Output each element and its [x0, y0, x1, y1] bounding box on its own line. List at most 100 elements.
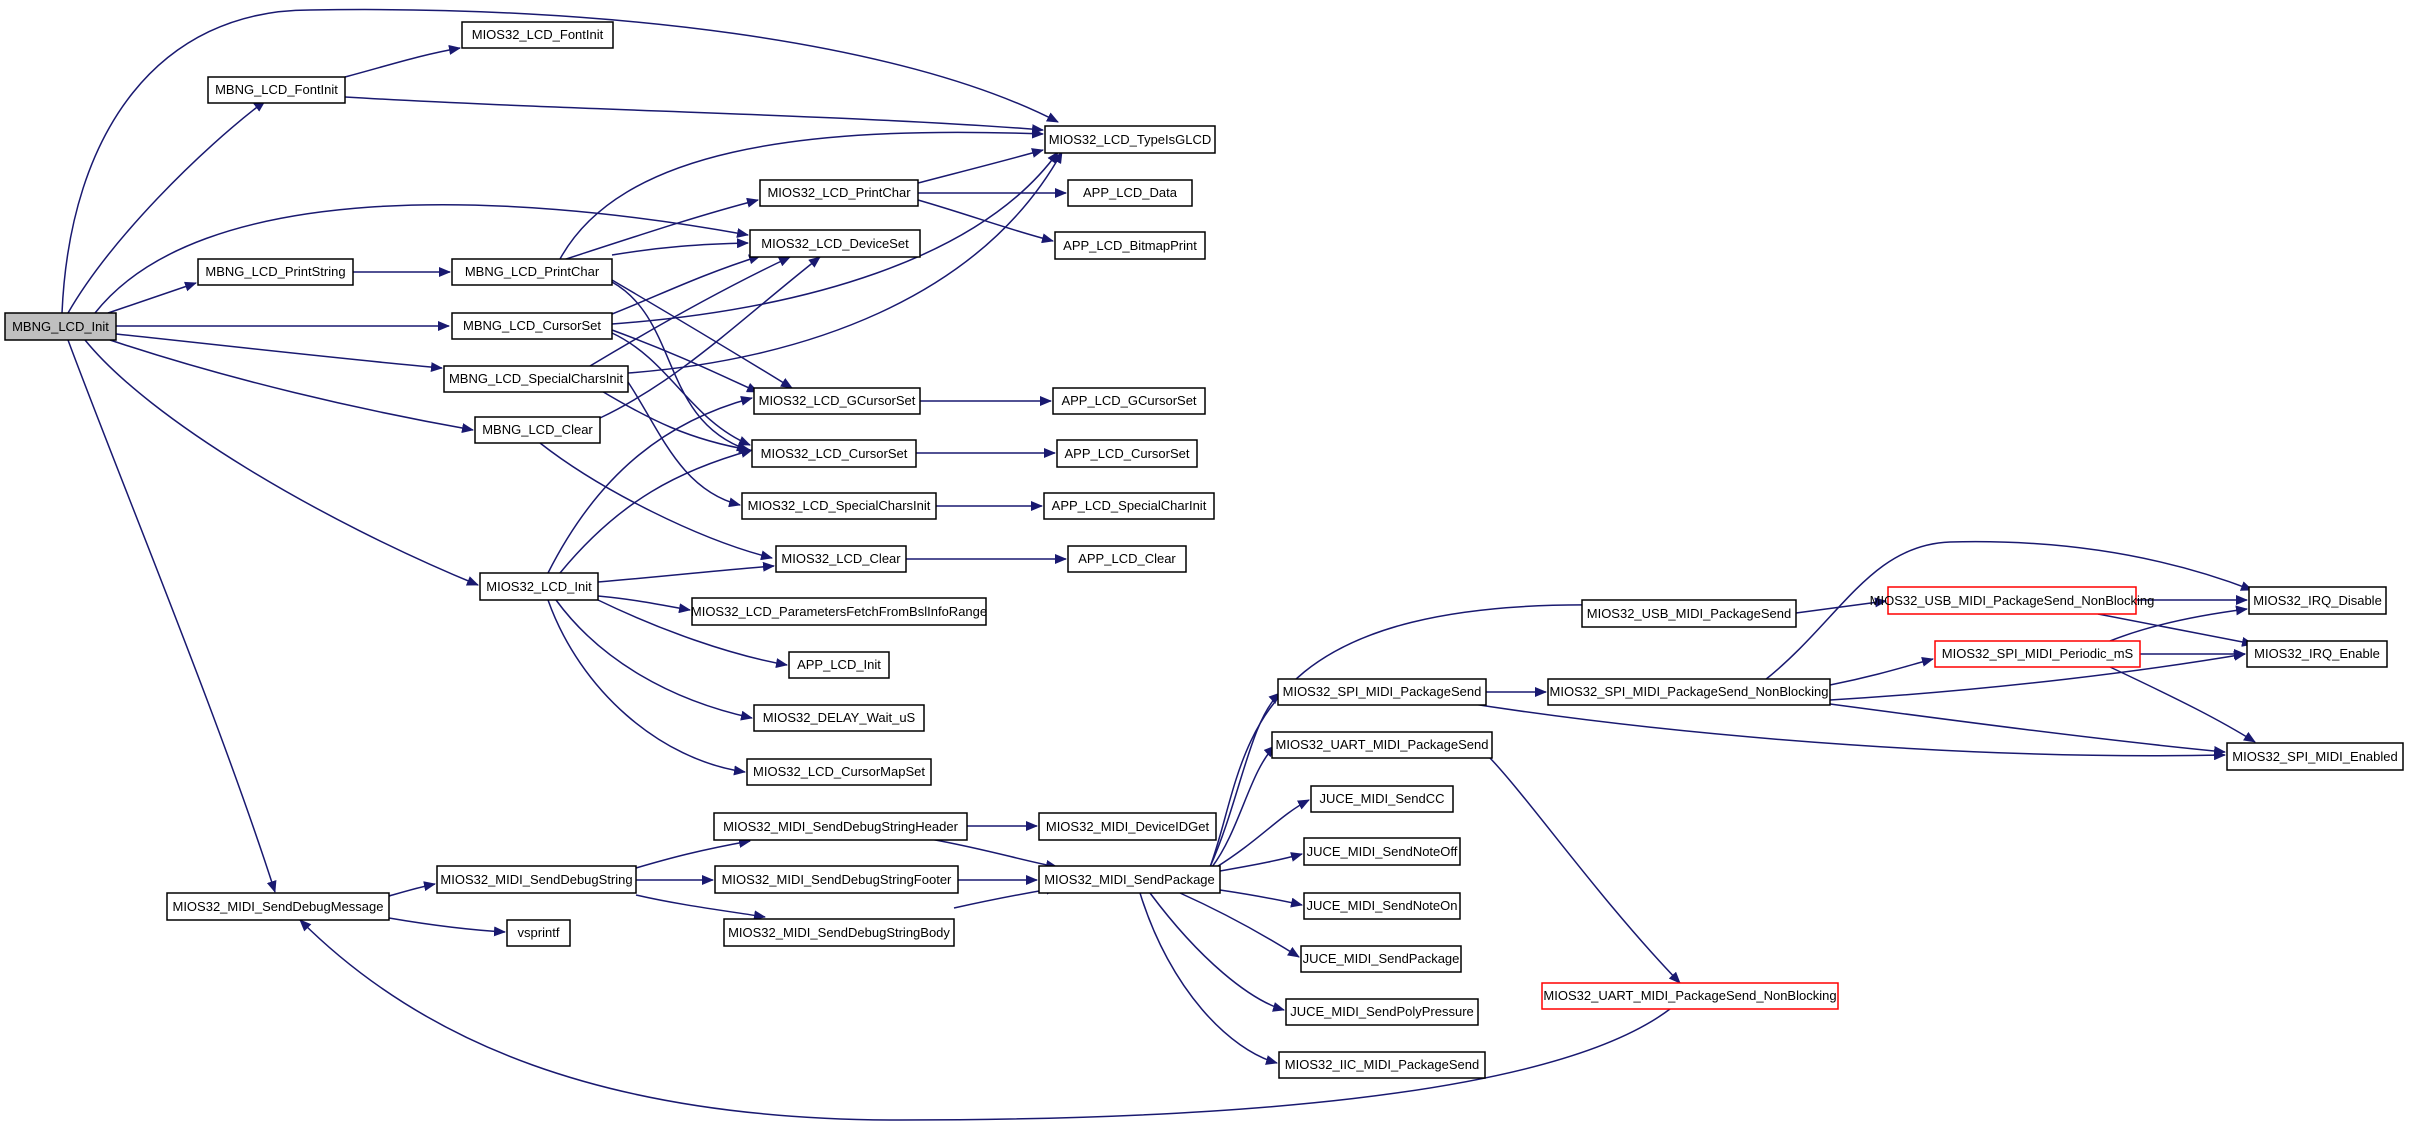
node-app-lcd-specialcharinit[interactable]: APP_LCD_SpecialCharInit — [1043, 492, 1215, 520]
edge-periodic-to-irq-disable — [2109, 605, 2248, 642]
edge-clear-to-deviceset — [599, 256, 821, 419]
node-mbng-lcd-specialcharsinit[interactable]: MBNG_LCD_SpecialCharsInit — [443, 365, 629, 393]
edge-specialcharsinit-to-cursorset — [599, 389, 751, 454]
node-mbng-lcd-printchar[interactable]: MBNG_LCD_PrintChar — [451, 258, 613, 286]
node-juce-midi-sendpolypressure[interactable]: JUCE_MIDI_SendPolyPressure — [1285, 998, 1479, 1026]
node-mios32-spi-midi-enabled[interactable]: MIOS32_SPI_MIDI_Enabled — [2226, 742, 2404, 771]
edge-specialcharsinit-to-mios32-specialcharsinit — [627, 381, 741, 508]
node-mios32-uart-midi-packagesend-nb[interactable]: MIOS32_UART_MIDI_PackageSend_NonBlocking — [1541, 982, 1839, 1010]
node-mios32-midi-senddebugstringheader[interactable]: MIOS32_MIDI_SendDebugStringHeader — [713, 812, 968, 841]
node-label: APP_LCD_Data — [1083, 185, 1178, 200]
node-label: MIOS32_USB_MIDI_PackageSend — [1587, 606, 1792, 621]
edge-sendpackage-to-uart — [1211, 745, 1276, 868]
node-mios32-lcd-cursormapset[interactable]: MIOS32_LCD_CursorMapSet — [746, 758, 932, 786]
node-mios32-lcd-fontinit[interactable]: MIOS32_LCD_FontInit — [461, 21, 614, 49]
node-mbng-lcd-fontinit[interactable]: MBNG_LCD_FontInit — [207, 76, 346, 104]
node-label: MIOS32_SPI_MIDI_PackageSend_NonBlocking — [1550, 684, 1829, 699]
node-label: APP_LCD_Clear — [1078, 551, 1176, 566]
node-mbng-lcd-clear[interactable]: MBNG_LCD_Clear — [474, 416, 601, 444]
node-label: MIOS32_SPI_MIDI_Enabled — [2232, 749, 2397, 764]
node-app-lcd-clear[interactable]: APP_LCD_Clear — [1067, 545, 1187, 573]
node-label: JUCE_MIDI_SendCC — [1320, 791, 1445, 806]
node-label: MIOS32_LCD_PrintChar — [767, 185, 911, 200]
node-mios32-lcd-gcursorset[interactable]: MIOS32_LCD_GCursorSet — [753, 387, 921, 415]
edge-cursorset-to-gcursorset — [611, 329, 759, 393]
node-juce-midi-sendpackage[interactable]: JUCE_MIDI_SendPackage — [1300, 945, 1462, 973]
node-mios32-spi-midi-packagesend-nb[interactable]: MIOS32_SPI_MIDI_PackageSend_NonBlocking — [1547, 678, 1831, 706]
node-label: MIOS32_UART_MIDI_PackageSend — [1276, 737, 1489, 752]
node-juce-midi-sendnoteon[interactable]: JUCE_MIDI_SendNoteOn — [1303, 892, 1461, 920]
edge-init-to-senddebugmessage — [67, 339, 277, 893]
node-mios32-lcd-clear[interactable]: MIOS32_LCD_Clear — [775, 545, 907, 573]
edge-fontinit-to-typeisglcd — [344, 96, 1044, 135]
node-mios32-spi-midi-packagesend[interactable]: MIOS32_SPI_MIDI_PackageSend — [1277, 678, 1487, 706]
edge-spi-to-enabled — [1459, 701, 2226, 761]
node-app-lcd-data[interactable]: APP_LCD_Data — [1067, 179, 1193, 207]
node-app-lcd-gcursorset[interactable]: APP_LCD_GCursorSet — [1052, 387, 1206, 415]
edge-senddebugmessage-to-vsprintf — [388, 917, 506, 937]
node-label: MIOS32_SPI_MIDI_PackageSend — [1283, 684, 1482, 699]
node-mios32-lcd-deviceset[interactable]: MIOS32_LCD_DeviceSet — [749, 229, 921, 258]
edge-spi-nb-to-irq-enable — [1829, 650, 2246, 701]
node-mbng-lcd-init[interactable]: MBNG_LCD_Init — [4, 312, 117, 341]
node-mios32-irq-disable[interactable]: MIOS32_IRQ_Disable — [2248, 586, 2387, 615]
node-label: MIOS32_DELAY_Wait_uS — [763, 710, 916, 725]
node-mios32-lcd-specialcharsinit[interactable]: MIOS32_LCD_SpecialCharsInit — [741, 492, 937, 520]
edge-sendpackage-to-iic — [1139, 892, 1278, 1065]
node-label: MBNG_LCD_SpecialCharsInit — [449, 371, 624, 386]
node-mios32-midi-deviceidget[interactable]: MIOS32_MIDI_DeviceIDGet — [1038, 812, 1217, 841]
node-app-lcd-init[interactable]: APP_LCD_Init — [788, 651, 890, 679]
node-label: JUCE_MIDI_SendPolyPressure — [1290, 1004, 1474, 1019]
edge-lcdinit-to-mios32-clear — [597, 561, 775, 583]
edge-spi-nb-to-enabled — [1829, 703, 2226, 756]
node-app-lcd-bitmapprint[interactable]: APP_LCD_BitmapPrint — [1054, 231, 1206, 260]
node-label: JUCE_MIDI_SendPackage — [1303, 951, 1460, 966]
node-mios32-midi-senddebugstring[interactable]: MIOS32_MIDI_SendDebugString — [436, 865, 637, 894]
node-mios32-lcd-cursorset[interactable]: MIOS32_LCD_CursorSet — [751, 439, 917, 468]
node-mios32-usb-midi-packagesend-nb[interactable]: MIOS32_USB_MIDI_PackageSend_NonBlocking — [1870, 586, 2155, 615]
node-mios32-midi-senddebugmessage[interactable]: MIOS32_MIDI_SendDebugMessage — [166, 892, 390, 921]
node-label: MIOS32_MIDI_SendDebugString — [440, 872, 632, 887]
node-mios32-lcd-init[interactable]: MIOS32_LCD_Init — [479, 572, 599, 601]
edge-init-to-typeisglcd — [61, 8, 1059, 314]
node-label: MIOS32_LCD_ParametersFetchFromBslInfoRan… — [691, 604, 987, 619]
node-label: MIOS32_LCD_Clear — [781, 551, 901, 566]
edge-lcdinit-to-delay — [555, 599, 753, 721]
edge-senddebugmessage-to-senddebugstring — [388, 881, 436, 897]
edge-sendpackage-to-package — [1179, 892, 1300, 958]
node-label: MBNG_LCD_FontInit — [215, 82, 338, 97]
node-mbng-lcd-printstring[interactable]: MBNG_LCD_PrintString — [197, 258, 354, 286]
node-juce-midi-sendcc[interactable]: JUCE_MIDI_SendCC — [1310, 785, 1454, 813]
edge-fontinit-to-mios32-fontinit — [344, 44, 461, 78]
edge-cursorset-to-cursorset — [611, 332, 751, 446]
node-mios32-midi-sendpackage[interactable]: MIOS32_MIDI_SendPackage — [1038, 865, 1221, 894]
node-mios32-delay-wait-us[interactable]: MIOS32_DELAY_Wait_uS — [753, 704, 925, 732]
node-app-lcd-cursorset[interactable]: APP_LCD_CursorSet — [1056, 439, 1198, 468]
node-mbng-lcd-cursorset[interactable]: MBNG_LCD_CursorSet — [451, 312, 613, 340]
node-mios32-lcd-typeisglcd[interactable]: MIOS32_LCD_TypeIsGLCD — [1044, 125, 1216, 154]
edge-lcdinit-to-gcursorset — [547, 396, 753, 574]
node-juce-midi-sendnoteoff[interactable]: JUCE_MIDI_SendNoteOff — [1303, 837, 1461, 866]
node-label: JUCE_MIDI_SendNoteOff — [1307, 844, 1458, 859]
node-mios32-iic-midi-packagesend[interactable]: MIOS32_IIC_MIDI_PackageSend — [1278, 1051, 1486, 1079]
node-mios32-midi-senddebugstringfooter[interactable]: MIOS32_MIDI_SendDebugStringFooter — [714, 865, 959, 894]
node-mios32-midi-senddebugstringbody[interactable]: MIOS32_MIDI_SendDebugStringBody — [723, 918, 955, 947]
edge-lcdinit-to-cursormapset — [547, 599, 746, 776]
node-vsprintf[interactable]: vsprintf — [506, 919, 571, 947]
node-mios32-irq-enable[interactable]: MIOS32_IRQ_Enable — [2246, 640, 2388, 668]
edge-sendpackage-to-spi — [1209, 692, 1281, 868]
node-label: APP_LCD_GCursorSet — [1061, 393, 1196, 408]
node-mios32-lcd-printchar[interactable]: MIOS32_LCD_PrintChar — [759, 179, 919, 207]
edge-mios32-printchar-to-typeisglcd — [917, 148, 1044, 184]
node-mios32-usb-midi-packagesend[interactable]: MIOS32_USB_MIDI_PackageSend — [1581, 599, 1797, 628]
node-mios32-lcd-paramfetch[interactable]: MIOS32_LCD_ParametersFetchFromBslInfoRan… — [691, 597, 987, 626]
edge-init-to-specialcharsinit — [115, 333, 443, 373]
node-label: MIOS32_LCD_TypeIsGLCD — [1049, 132, 1212, 147]
node-mios32-uart-midi-packagesend[interactable]: MIOS32_UART_MIDI_PackageSend — [1271, 731, 1493, 759]
edge-init-to-clear — [109, 339, 474, 434]
node-mios32-spi-midi-periodic-ms[interactable]: MIOS32_SPI_MIDI_Periodic_mS — [1934, 640, 2141, 668]
edge-printchar-to-typeisglcd — [559, 128, 1044, 260]
node-label: MIOS32_LCD_Init — [486, 579, 592, 594]
node-label: MIOS32_MIDI_DeviceIDGet — [1046, 819, 1210, 834]
node-label: MIOS32_IRQ_Enable — [2254, 646, 2380, 661]
